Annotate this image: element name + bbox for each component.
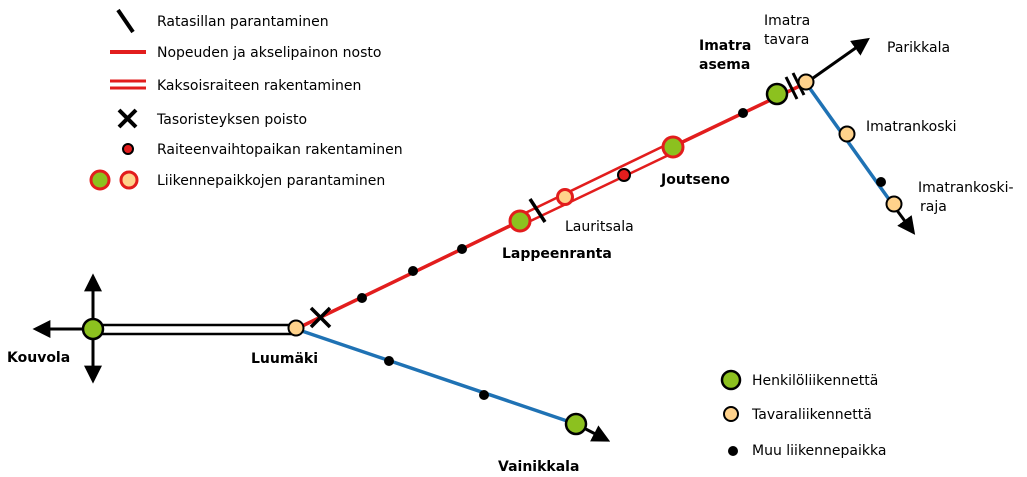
label-imatra-asema-line1: Imatra [699, 38, 751, 54]
label-imatra-asema-line2: asema [699, 57, 750, 73]
other-stop-dot [479, 390, 489, 400]
bridge-legend-icon [116, 8, 135, 34]
station-joutseno-marker [661, 135, 685, 159]
station-vainikkala-marker [564, 412, 588, 436]
legend-bridge-label: Ratasillan parantaminen [157, 14, 329, 30]
station-kouvola-marker [81, 317, 105, 341]
double-track-kouvola-luumaki [93, 323, 295, 336]
station-luumaki-marker [287, 319, 305, 337]
legend-bottom: Henkilöliikennettä Tavaraliikennettä Muu… [720, 369, 886, 459]
passenger-legend-icon [720, 369, 742, 391]
station-imatra-asema-marker [765, 82, 789, 106]
legend-crossing-label: Tasoristeyksen poisto [156, 112, 307, 128]
label-luumaki: Luumäki [251, 351, 318, 367]
legend-speed-label: Nopeuden ja akselipainon nosto [157, 45, 381, 61]
label-vainikkala: Vainikkala [498, 459, 579, 475]
other-stop-dot [457, 244, 467, 254]
station-imatra-tavara-marker [797, 73, 815, 91]
place-labels: Kouvola Luumäki Vainikkala Lappeenranta … [7, 13, 1014, 475]
bridge-lauritsala-icon [528, 198, 547, 223]
other-stop-legend-icon [728, 446, 738, 456]
stations [81, 73, 903, 436]
label-imatrankoski: Imatrankoski [866, 119, 957, 135]
bridge-imatra-icon [784, 76, 799, 100]
label-kouvola: Kouvola [7, 350, 70, 366]
passing-loop-marker [617, 168, 631, 182]
station-imatrankoski-raja-marker [885, 195, 903, 213]
legend-stations-label: Liikennepaikkojen parantaminen [157, 173, 385, 189]
other-stop-dot [384, 356, 394, 366]
label-imatra-tavara-line1: Imatra [764, 13, 810, 29]
label-imatrankoski-raja-line1: Imatrankoski- [918, 180, 1014, 196]
label-lappeenranta: Lappeenranta [502, 246, 612, 262]
station-lauritsala-marker [556, 188, 574, 206]
double-track-lappeenranta-joutseno [516, 141, 676, 227]
legend-passing-loop-label: Raiteenvaihtopaikan rakentaminen [157, 142, 403, 158]
other-stop-dot [876, 177, 886, 187]
label-imatrankoski-raja-line2: raja [920, 199, 947, 215]
crossing-legend-icon [117, 108, 138, 129]
legend-passenger-label: Henkilöliikennettä [752, 373, 878, 389]
crossing-luumaki-icon [309, 306, 332, 329]
legend-freight-label: Tavaraliikennettä [751, 407, 872, 423]
label-parikkala: Parikkala [887, 40, 950, 56]
other-stops [357, 108, 886, 400]
track-luumaki-lappeenranta [295, 219, 521, 331]
other-stop-dot [357, 293, 367, 303]
label-joutseno: Joutseno [660, 172, 730, 188]
legend-double-track-label: Kaksoisraiteen rakentaminen [157, 78, 361, 94]
freight-legend-icon [723, 406, 739, 422]
label-imatra-tavara-line2: tavara [764, 32, 809, 48]
other-stop-dot [408, 266, 418, 276]
track-luumaki-vainikkala [295, 327, 577, 426]
station-imatrankoski-marker [838, 125, 856, 143]
station-green-legend-icon [89, 169, 111, 191]
station-lappeenranta-marker [508, 209, 532, 233]
passing-loop-legend-icon [122, 143, 134, 155]
legend-top: Ratasillan parantaminen Nopeuden ja akse… [89, 8, 403, 191]
arrow-parikkala [805, 37, 870, 85]
legend-other-label: Muu liikennepaikka [752, 443, 886, 459]
double-track-legend-icon [110, 79, 146, 90]
label-lauritsala: Lauritsala [565, 219, 634, 235]
station-orange-legend-icon [119, 170, 139, 190]
other-stop-dot [738, 108, 748, 118]
